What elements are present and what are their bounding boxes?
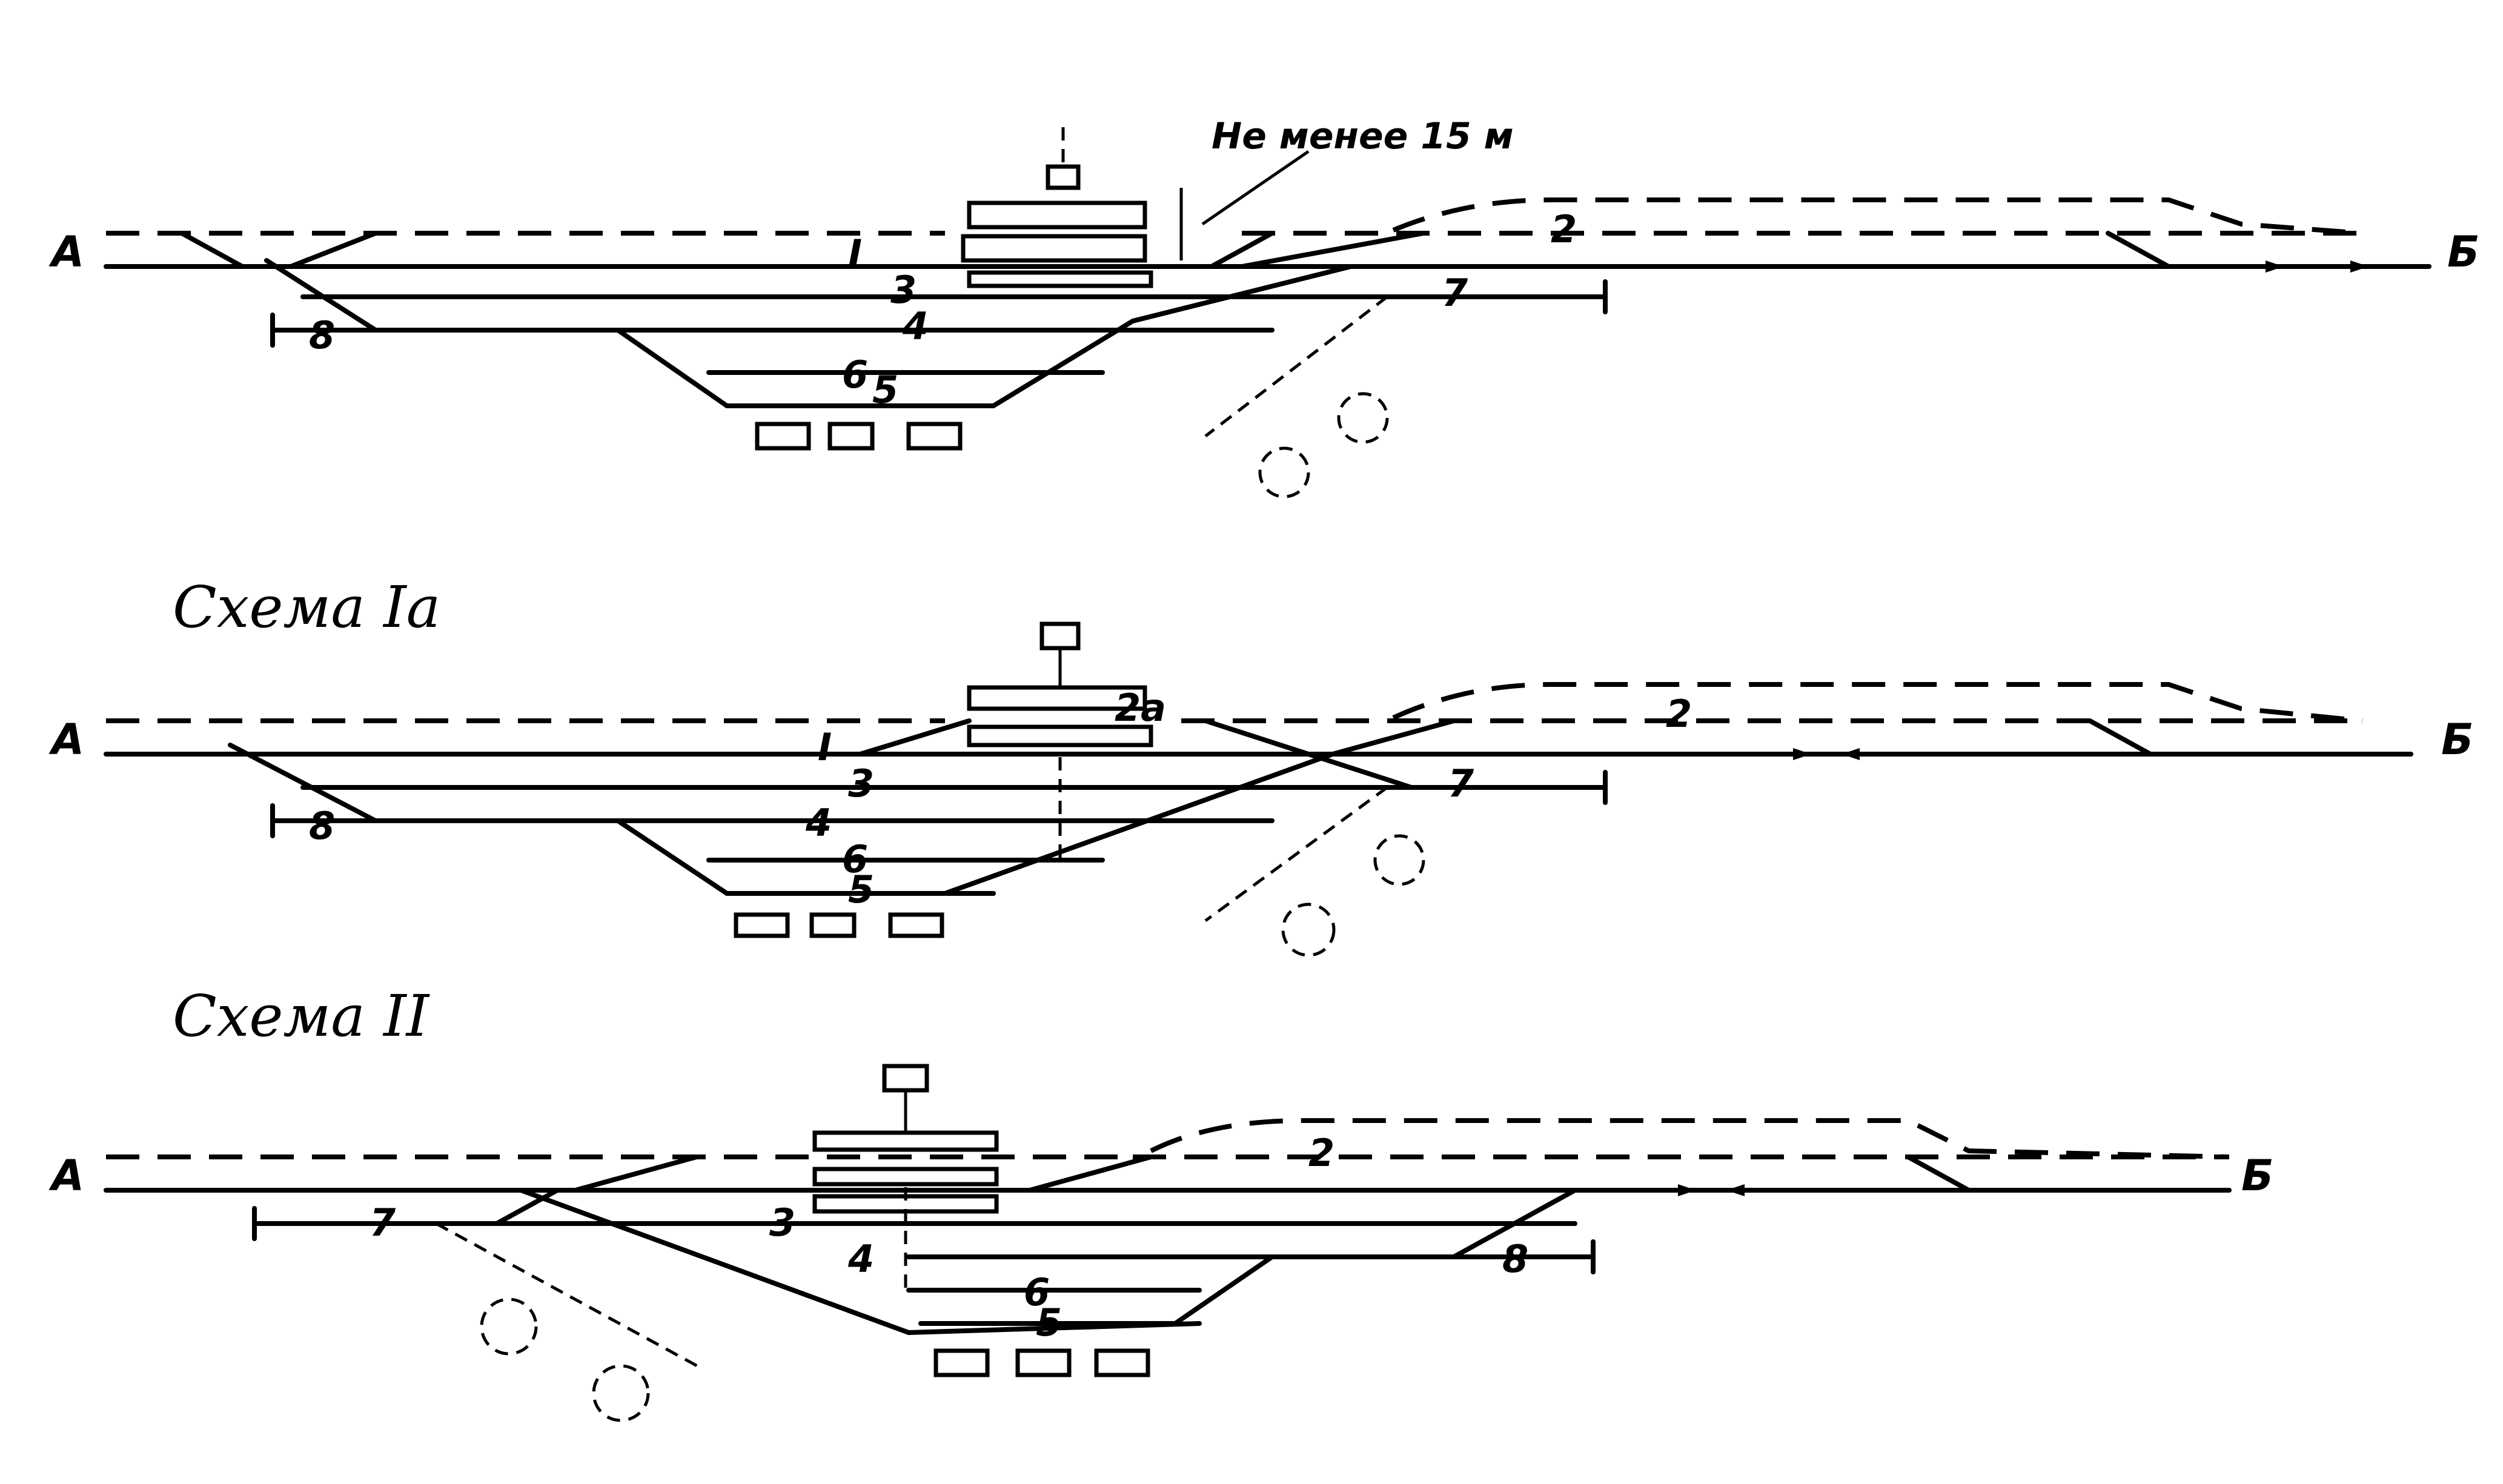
turnout <box>906 1321 1202 1335</box>
track-label-7: 7 <box>1448 761 1474 806</box>
warehouse <box>827 422 875 451</box>
track-label-5: 5 <box>872 368 898 412</box>
turnout <box>519 1188 911 1335</box>
track-2-bypass <box>1392 197 2363 236</box>
track-label-2: 2 <box>1666 692 1692 736</box>
track-label-4: 4 <box>902 304 929 348</box>
track-label-8: 8 <box>309 804 335 848</box>
end-label-b: Б <box>2441 715 2473 764</box>
direction-arrow <box>1793 748 1811 760</box>
track-label-4: 4 <box>847 1237 874 1281</box>
warehouse <box>1094 1348 1150 1377</box>
turnout <box>1130 264 1353 323</box>
turnout <box>1906 1154 1971 1193</box>
loading-area <box>1281 903 1336 957</box>
turnout <box>2087 718 2153 757</box>
loading-area <box>1373 834 1425 886</box>
turnout <box>1239 231 1426 269</box>
track-label-3: 3 <box>769 1201 795 1245</box>
direction-arrow <box>2266 260 2284 273</box>
end-label-b: Б <box>2447 227 2479 277</box>
platform-upper <box>812 1130 999 1152</box>
direction-arrow <box>1726 1184 1745 1196</box>
siding-dashed <box>435 1222 704 1371</box>
platform-middle <box>967 724 1153 747</box>
warehouse <box>906 422 963 451</box>
loading-area <box>1337 392 1389 444</box>
scheme-2: А Б 2 3 4 6 5 7 8 <box>48 1064 2273 1422</box>
turnout <box>264 258 378 333</box>
track-label-2a: 2а <box>1115 686 1166 730</box>
turnout <box>228 743 378 823</box>
track-label-3: 3 <box>848 761 874 806</box>
loading-area <box>480 1297 538 1356</box>
track-label-2: 2 <box>1551 207 1577 251</box>
scheme-1a: А Б I 2 2а 3 4 6 5 7 8 <box>48 621 2473 957</box>
station-building <box>1039 621 1081 651</box>
turnout <box>1203 718 1414 790</box>
warehouse <box>888 912 944 938</box>
turnout <box>615 328 729 408</box>
turnout <box>991 319 1135 408</box>
track-label-8: 8 <box>309 313 335 357</box>
track-label-4: 4 <box>805 801 832 845</box>
direction-arrow <box>2350 260 2369 273</box>
platform-lower <box>967 270 1153 288</box>
end-label-a: А <box>48 227 84 277</box>
turnout <box>1209 231 1275 269</box>
track-label-7: 7 <box>1442 271 1468 315</box>
station-building <box>882 1064 929 1093</box>
turnout <box>1451 1188 1577 1259</box>
station-building <box>1046 164 1081 190</box>
turnout <box>1173 1254 1275 1326</box>
turnout <box>943 752 1335 896</box>
leader-line <box>1201 150 1310 226</box>
end-label-b: Б <box>2241 1151 2273 1201</box>
track-2-bypass <box>1392 682 2363 723</box>
turnout <box>2106 231 2171 269</box>
track-label-2: 2 <box>1308 1131 1334 1175</box>
turnout <box>858 718 972 757</box>
siding-dashed <box>1204 296 1388 437</box>
turnout <box>1330 718 1456 757</box>
track-label-6: 6 <box>842 837 868 881</box>
platform-middle <box>961 234 1147 263</box>
turnout <box>1027 1154 1153 1193</box>
track-label-I: I <box>848 231 862 276</box>
platform-upper <box>967 200 1147 230</box>
loading-area <box>592 1364 650 1422</box>
loading-area <box>1258 446 1310 499</box>
scheme-1: Не менее 15 м А Б I 2 3 4 6 5 7 8 <box>48 115 2479 499</box>
distance-note: Не менее 15 м <box>1212 115 1514 157</box>
platform-upper <box>967 685 1147 711</box>
turnout <box>179 231 245 269</box>
track-2-bypass <box>1150 1118 2230 1159</box>
turnout <box>573 1154 699 1193</box>
platform-middle <box>812 1167 999 1187</box>
track-label-7: 7 <box>370 1201 396 1245</box>
track-label-6: 6 <box>842 353 868 397</box>
end-label-a: А <box>48 1151 84 1201</box>
direction-arrow <box>1678 1184 1696 1196</box>
track-label-6: 6 <box>1024 1270 1050 1314</box>
warehouse <box>809 912 857 938</box>
track-label-3: 3 <box>890 268 917 312</box>
turnout <box>288 231 378 269</box>
turnout <box>615 818 729 896</box>
direction-arrow <box>1842 748 1860 760</box>
track-label-I: I <box>818 725 832 769</box>
end-label-a: А <box>48 715 84 764</box>
scheme-title: Схема II <box>173 983 431 1050</box>
siding-dashed <box>1204 786 1388 923</box>
track-label-5: 5 <box>1036 1300 1062 1345</box>
track-label-5: 5 <box>848 867 874 912</box>
warehouse <box>755 422 811 451</box>
track-label-8: 8 <box>1502 1237 1528 1281</box>
warehouse <box>933 1348 990 1377</box>
scheme-title: Схема Iа <box>173 574 440 641</box>
warehouse <box>734 912 790 938</box>
turnout <box>494 1188 560 1226</box>
warehouse <box>1015 1348 1072 1377</box>
